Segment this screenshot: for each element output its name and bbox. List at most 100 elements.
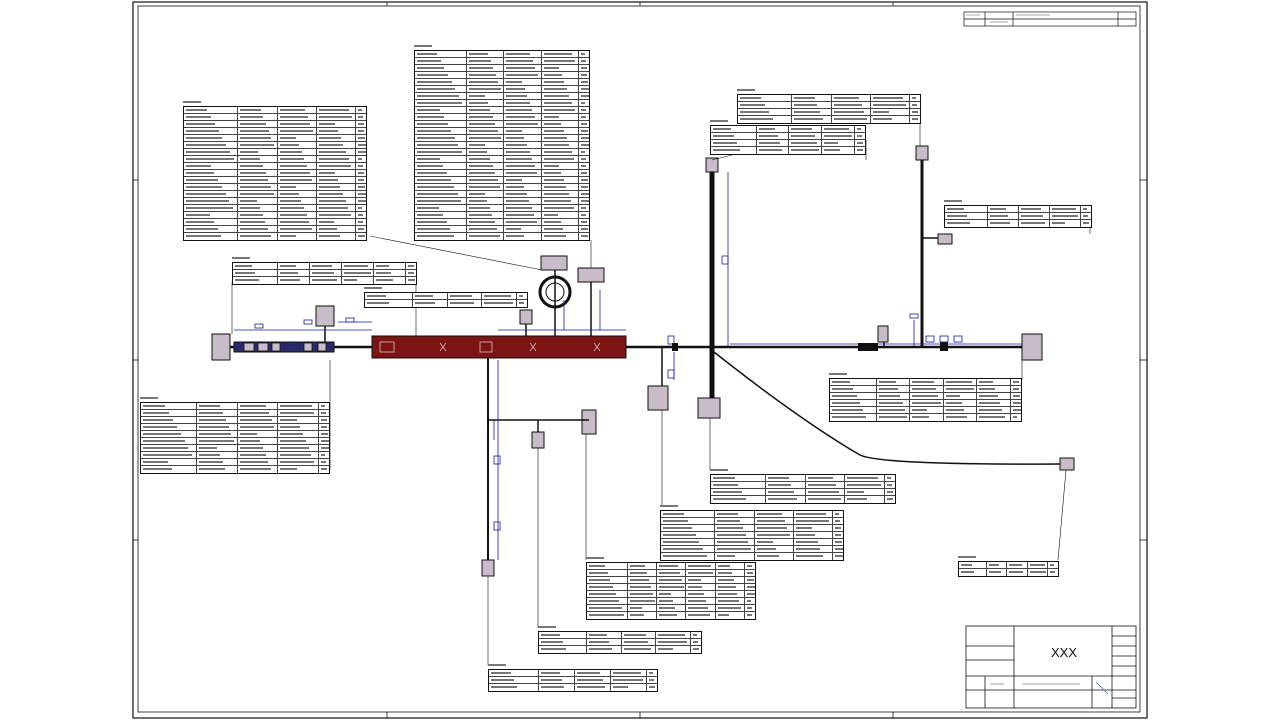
table-cell [789,126,823,132]
table-cell [278,170,317,176]
table-left-mid-caption [232,257,250,259]
table-cell [656,646,692,653]
table-row [587,612,755,619]
table-cell [757,126,790,132]
table-cell [319,417,329,423]
drawing-title: XXX [1050,645,1077,660]
table-row [141,438,329,445]
table-left-mid [232,262,417,285]
table-cell [319,424,329,430]
table-cell [319,438,329,444]
table-cell [415,107,467,113]
table-cell [542,86,579,92]
table-row [661,518,843,525]
table-cell [415,65,467,71]
table-cell [278,198,317,204]
table-row [711,475,895,482]
table-row [661,525,843,532]
table-cell [238,452,279,458]
table-cell [542,65,579,71]
table-cell [278,163,317,169]
table-top-center [414,50,590,241]
table-cell [657,577,687,583]
table-cell [715,553,755,560]
table-cell [317,114,357,120]
table-cell [789,133,823,139]
table-cell [184,198,239,204]
table-cell [467,135,505,141]
table-cell [647,670,657,676]
table-cell [238,431,279,437]
table-cell [504,79,542,85]
table-cell [356,142,366,148]
table-cell [238,198,278,204]
table-row [141,417,329,424]
table-cell [141,445,198,451]
table-cell [238,403,279,409]
table-row [959,562,1058,569]
table-cell [356,128,366,134]
table-cell [910,116,920,123]
table-cell [855,147,865,154]
table-cell [278,121,317,127]
table-cell [661,532,716,538]
table-cell [1011,379,1021,385]
table-row [415,226,589,233]
table-cell [238,191,278,197]
table-cell [542,156,579,162]
table-row [141,410,329,417]
connector-mid-right [581,409,597,435]
title-block [965,625,1137,709]
table-row [184,163,366,170]
table-cell [587,639,622,645]
table-cell [504,135,542,141]
table-cell [944,400,978,406]
table-cell [1081,220,1091,227]
table-cell [542,93,579,99]
table-cell [317,142,357,148]
table-cell [647,684,657,691]
table-row [489,684,657,691]
table-cell [539,639,588,645]
table-cell [482,300,518,307]
table-cell [575,684,611,691]
table-top-right-b [710,125,866,155]
table-cell [278,438,319,444]
table-row [415,177,589,184]
table-cell [197,445,238,451]
table-cell [319,466,329,473]
table-center-mid-caption [364,287,382,289]
table-row [233,277,416,284]
table-cell [415,212,467,218]
table-row [539,632,701,639]
table-cell [467,100,505,106]
table-bottom-a [538,631,702,654]
table-cell [467,205,505,211]
table-cell [987,562,1008,568]
table-cell [745,570,755,576]
table-row [738,102,920,109]
table-row [738,116,920,123]
table-cell [415,205,467,211]
table-cell [238,410,279,416]
table-cell [415,51,467,57]
table-cell [238,459,279,465]
table-cell [716,612,745,619]
table-cell [141,459,198,465]
table-row [184,198,367,205]
table-cell [661,511,716,517]
table-cell [238,135,278,141]
table-cell [910,407,944,413]
table-cell [877,386,911,392]
table-cell [871,95,911,101]
table-cell [587,570,628,576]
table-cell [317,107,357,113]
table-cell [945,213,988,219]
table-row [141,445,329,452]
connector-vert-top-right [915,145,929,161]
table-cell [686,612,716,619]
table-cell [504,93,542,99]
table-cell [467,198,505,204]
table-cell [579,65,589,71]
table-row [141,424,329,431]
